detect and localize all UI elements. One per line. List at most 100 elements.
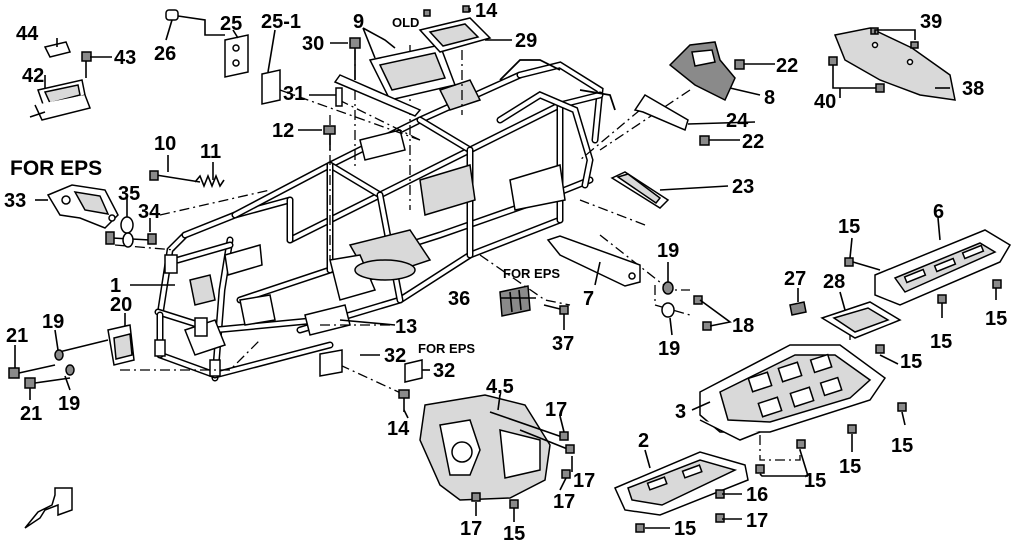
part-15-bolts-3: [755, 344, 907, 474]
part-3-skid-plate: [699, 344, 887, 441]
label-12: 12: [272, 120, 294, 142]
label-27: 27: [784, 268, 806, 290]
label-32-left: 32: [384, 345, 406, 367]
part-9-guard: [333, 44, 457, 117]
part-19-18-right: [661, 281, 712, 331]
label-15-d: 15: [985, 308, 1007, 330]
label-11: 11: [200, 141, 221, 163]
label-19-left-top: 19: [42, 311, 64, 333]
part-2-skid-plate: [613, 451, 749, 516]
label-21-top: 21: [6, 325, 28, 347]
part-25-bracket: [224, 34, 249, 78]
part-28-plate: [820, 301, 902, 339]
label-39: 39: [920, 11, 942, 33]
part-22-bolt-top: [734, 59, 775, 70]
label-15-g: 15: [839, 456, 861, 478]
part-10-bolt: [149, 170, 201, 183]
part-31-pin: [335, 87, 343, 107]
label-19-left-bottom: 19: [58, 393, 80, 415]
label-43: 43: [114, 47, 136, 69]
part-33-eps-bracket: [46, 184, 119, 229]
part-36-eps-part: [499, 285, 531, 317]
label-16: 16: [746, 484, 768, 506]
part-35-washer: [120, 216, 134, 234]
label-24: 24: [726, 110, 749, 132]
part-21-bolts: [8, 339, 109, 389]
part-39-screws: [870, 27, 919, 49]
note-for-eps-36: FOR EPS: [503, 266, 560, 281]
label-17-c: 17: [553, 491, 575, 513]
label-19-right-bottom: 19: [658, 338, 680, 360]
label-17-d: 17: [460, 518, 482, 540]
label-7: 7: [583, 288, 594, 310]
label-1: 1: [110, 275, 121, 297]
label-32-right: 32: [433, 360, 455, 382]
label-10: 10: [154, 133, 176, 155]
label-15-f: 15: [891, 435, 913, 457]
part-42-headlight-bracket: [29, 79, 92, 121]
part-43-bolt: [81, 51, 92, 78]
label-3: 3: [675, 401, 686, 423]
label-14-top: 14: [475, 0, 498, 22]
note-old: OLD: [392, 15, 419, 30]
part-44-grommet: [43, 41, 72, 58]
part-14-bolt: [398, 389, 410, 412]
label-4-5: 4,5: [486, 376, 514, 398]
part-37-bolt: [543, 304, 569, 315]
main-frame: [154, 59, 616, 382]
label-37: 37: [552, 333, 574, 355]
label-15-e: 15: [900, 351, 922, 373]
label-19-right-top: 19: [657, 240, 679, 262]
part-34-bolt: [105, 231, 157, 248]
part-32-clip-b: [404, 359, 423, 383]
part-32-clip-a: [319, 349, 343, 377]
part-25-1-plate: [261, 69, 281, 105]
part-4-5-fender: [419, 394, 551, 501]
label-15-h: 15: [804, 470, 826, 492]
part-26-clip: [165, 9, 225, 36]
label-9: 9: [353, 11, 364, 33]
label-23: 23: [732, 176, 754, 198]
part-17-bolts: [471, 411, 575, 509]
label-14-bottom: 14: [387, 418, 410, 440]
label-8: 8: [764, 87, 775, 109]
part-19-nuts-left: [54, 349, 75, 376]
label-17-b: 17: [573, 470, 595, 492]
label-26: 26: [154, 43, 176, 65]
part-29-cover: [418, 5, 492, 53]
part-38-shield: [833, 27, 956, 101]
label-25: 25: [220, 13, 242, 35]
callout-labels: 44 43 42 26 25 25-1 30 9 OLD 14 29 31 12…: [4, 0, 1007, 545]
note-for-eps-32: FOR EPS: [418, 341, 475, 356]
part-8-bracket: [668, 41, 736, 102]
label-30: 30: [302, 33, 324, 55]
part-7-crossmember: [546, 235, 641, 287]
part-6-skid-plate: [874, 229, 1012, 306]
part-15-16-17-bolts-2: [635, 489, 725, 533]
part-15-bolts-6: [844, 257, 1002, 304]
front-arrow-icon: [24, 487, 73, 529]
label-38: 38: [962, 78, 984, 100]
label-29: 29: [515, 30, 537, 52]
part-12-bolt: [323, 125, 336, 150]
label-34: 34: [138, 201, 161, 223]
label-15-fender: 15: [503, 523, 525, 545]
label-15-c: 15: [930, 331, 952, 353]
part-24-bracket: [633, 93, 689, 132]
part-11-spring: [194, 173, 225, 189]
label-36: 36: [448, 288, 470, 310]
part-22-bolt-bottom: [699, 135, 740, 146]
label-22-top: 22: [776, 55, 798, 77]
label-42: 42: [22, 65, 44, 87]
part-40-nuts: [828, 56, 885, 93]
label-40: 40: [814, 91, 836, 113]
label-13: 13: [395, 316, 417, 338]
label-15-b: 15: [838, 216, 860, 238]
label-6: 6: [933, 201, 944, 223]
note-for-eps-main: FOR EPS: [10, 157, 102, 180]
part-20-mount: [107, 324, 135, 366]
label-20: 20: [110, 294, 132, 316]
label-31: 31: [283, 83, 305, 105]
label-17-a: 17: [545, 399, 567, 421]
